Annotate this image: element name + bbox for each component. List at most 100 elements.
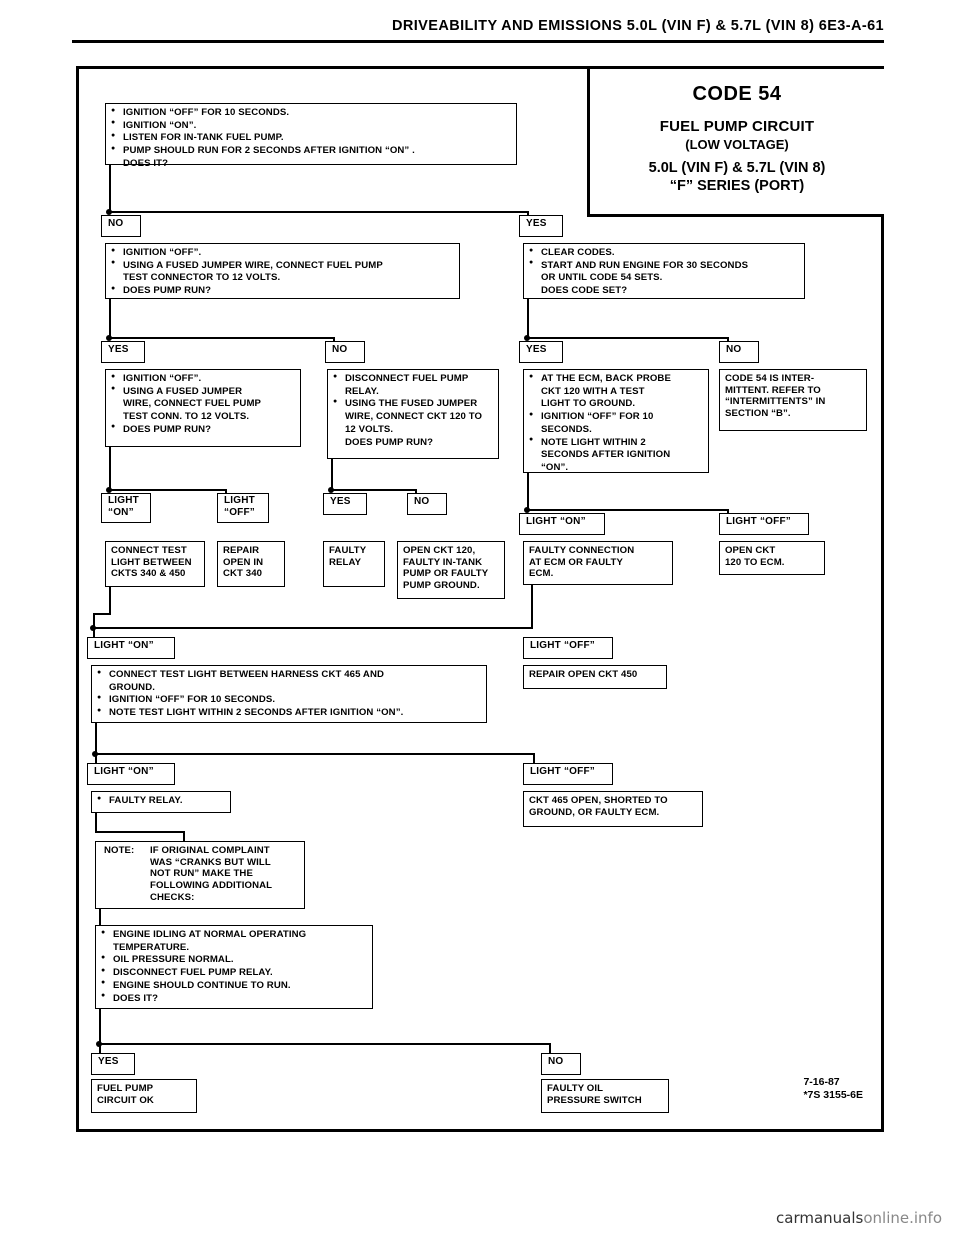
note-line-4: FOLLOWING ADDITIONAL: [150, 880, 273, 892]
step-4-line-4: TEST CONN. TO 12 VOLTS.: [123, 411, 250, 423]
connector: [95, 813, 97, 833]
code-condition: (LOW VOLTAGE): [685, 137, 789, 152]
light-off-1-line-2: “OFF”: [224, 506, 255, 518]
connector: [527, 473, 529, 511]
connector: [109, 587, 111, 615]
step-6-line-2: CKT 120 WITH A TEST: [541, 385, 645, 397]
step-3-line-3: OR UNTIL CODE 54 SETS.: [541, 272, 663, 284]
connector: [93, 613, 111, 615]
result-9-box: REPAIR OPEN IN CKT 340: [217, 541, 285, 587]
watermark: carmanualsonline.info: [776, 1209, 942, 1227]
step-5-line-1: DISCONNECT FUEL PUMP: [333, 373, 493, 385]
step-17-box: CKT 465 OPEN, SHORTED TO GROUND, OR FAUL…: [523, 791, 703, 827]
connector: [183, 831, 185, 843]
connector: [93, 627, 95, 643]
connector: [95, 831, 185, 833]
junction-dot: [524, 335, 530, 341]
note-body: IF ORIGINAL COMPLAINT WAS “CRANKS BUT WI…: [150, 845, 272, 904]
note-line-1: IF ORIGINAL COMPLAINT: [150, 845, 270, 856]
note-line-5: CHECKS:: [150, 891, 195, 903]
label-light-off-2: LIGHT “OFF”: [719, 513, 809, 535]
footer-doc-id: *7S 3155-6E: [803, 1089, 863, 1102]
step-5-line-3: USING THE FUSED JUMPER: [333, 398, 493, 410]
page-title: DRIVEABILITY AND EMISSIONS 5.0L (VIN F) …: [392, 18, 884, 34]
result-11-box: OPEN CKT 120, FAULTY IN-TANK PUMP OR FAU…: [397, 541, 505, 599]
result-21-box: FAULTY OIL PRESSURE SWITCH: [541, 1079, 669, 1113]
step-5-line-5: 12 VOLTS.: [345, 423, 394, 435]
label-no-4: NO: [407, 493, 447, 515]
step-19-line-3: OIL PRESSURE NORMAL.: [101, 954, 367, 966]
step-5-line-2: RELAY.: [345, 385, 379, 397]
step-16-line-1: FAULTY RELAY.: [97, 795, 225, 807]
step-2-line-4: DOES PUMP RUN?: [111, 285, 454, 297]
result-21-line-2: PRESSURE SWITCH: [547, 1094, 642, 1106]
step-6-line-7: SECONDS AFTER IGNITION: [541, 449, 671, 461]
code-title-box: CODE 54 FUEL PUMP CIRCUIT (LOW VOLTAGE) …: [587, 69, 884, 217]
connector: [99, 909, 101, 927]
step-6-line-6: NOTE LIGHT WITHIN 2: [529, 436, 703, 449]
footer-date: 7-16-87: [803, 1075, 840, 1088]
step-7-box: CODE 54 IS INTER- MITTENT. REFER TO “INT…: [719, 369, 867, 431]
code-number: CODE 54: [692, 83, 782, 105]
step-6-line-1: AT THE ECM, BACK PROBE: [529, 373, 703, 385]
step-19-line-1: ENGINE IDLING AT NORMAL OPERATING: [101, 929, 367, 941]
connector: [109, 337, 335, 339]
label-yes-5: YES: [91, 1053, 135, 1075]
label-yes-1: YES: [519, 215, 563, 237]
step-1-line-2: IGNITION “ON”.: [111, 119, 511, 132]
label-light-on-1: LIGHT “ON”: [101, 493, 151, 523]
junction-dot: [106, 487, 112, 493]
step-15-box: REPAIR OPEN CKT 450: [523, 665, 667, 689]
step-5-box: DISCONNECT FUEL PUMP RELAY. USING THE FU…: [327, 369, 499, 459]
code-circuit: FUEL PUMP CIRCUIT: [659, 118, 815, 135]
step-19-line-4: DISCONNECT FUEL PUMP RELAY.: [101, 967, 367, 979]
step-19-line-6: DOES IT?: [101, 992, 367, 1005]
junction-dot: [328, 487, 334, 493]
connector: [331, 459, 333, 491]
step-14-line-1: CONNECT TEST LIGHT BETWEEN HARNESS CKT 4…: [97, 669, 481, 681]
watermark-part-b: online.info: [863, 1209, 942, 1227]
step-4-box: IGNITION “OFF”. USING A FUSED JUMPER WIR…: [105, 369, 301, 447]
connector: [109, 447, 111, 491]
label-yes-4: YES: [323, 493, 367, 515]
diagnostic-chart-frame: CODE 54 FUEL PUMP CIRCUIT (LOW VOLTAGE) …: [76, 66, 884, 1132]
result-11-line-3: PUMP OR FAULTY: [403, 568, 489, 580]
step-6-line-8: “ON”.: [541, 461, 569, 473]
note-box: NOTE: IF ORIGINAL COMPLAINT WAS “CRANKS …: [95, 841, 305, 909]
label-light-on-3: LIGHT “ON”: [87, 637, 175, 659]
result-11-line-4: PUMP GROUND.: [403, 580, 480, 592]
result-8-line-2: LIGHT BETWEEN: [111, 556, 192, 568]
result-20-line-1: FUEL PUMP: [97, 1083, 154, 1094]
result-12-line-1: FAULTY CONNECTION: [529, 545, 635, 556]
step-15-line-1: REPAIR OPEN CKT 450: [529, 669, 638, 680]
step-16-box: FAULTY RELAY.: [91, 791, 231, 813]
step-3-line-4: DOES CODE SET?: [541, 285, 628, 297]
step-1-line-1: IGNITION “OFF” FOR 10 SECONDS.: [111, 107, 511, 119]
label-yes-2: YES: [101, 341, 145, 363]
step-5-line-6: DOES PUMP RUN?: [345, 436, 434, 448]
step-19-line-5: ENGINE SHOULD CONTINUE TO RUN.: [101, 979, 367, 992]
label-no-3: NO: [719, 341, 759, 363]
connector: [99, 1009, 101, 1045]
label-yes-3: YES: [519, 341, 563, 363]
note-line-3: NOT RUN” MAKE THE: [150, 868, 253, 880]
step-6-box: AT THE ECM, BACK PROBE CKT 120 WITH A TE…: [523, 369, 709, 473]
connector: [109, 211, 529, 213]
junction-dot: [106, 335, 112, 341]
connector: [95, 723, 97, 755]
step-4-line-2: USING A FUSED JUMPER: [111, 385, 295, 398]
step-19-box: ENGINE IDLING AT NORMAL OPERATING TEMPER…: [95, 925, 373, 1009]
step-17-line-2: GROUND, OR FAULTY ECM.: [529, 806, 660, 818]
label-no-5: NO: [541, 1053, 581, 1075]
step-3-line-2: START AND RUN ENGINE FOR 30 SECONDS: [529, 259, 799, 272]
junction-dot: [106, 209, 112, 215]
step-1-line-5: DOES IT?: [123, 157, 169, 169]
result-20-line-2: CIRCUIT OK: [97, 1094, 154, 1106]
label-no-2: NO: [325, 341, 365, 363]
step-17-line-1: CKT 465 OPEN, SHORTED TO: [529, 795, 668, 806]
step-19-line-2: TEMPERATURE.: [113, 941, 190, 953]
result-9-line-2: OPEN IN: [223, 556, 264, 568]
connector: [109, 299, 111, 339]
connector: [109, 489, 227, 491]
